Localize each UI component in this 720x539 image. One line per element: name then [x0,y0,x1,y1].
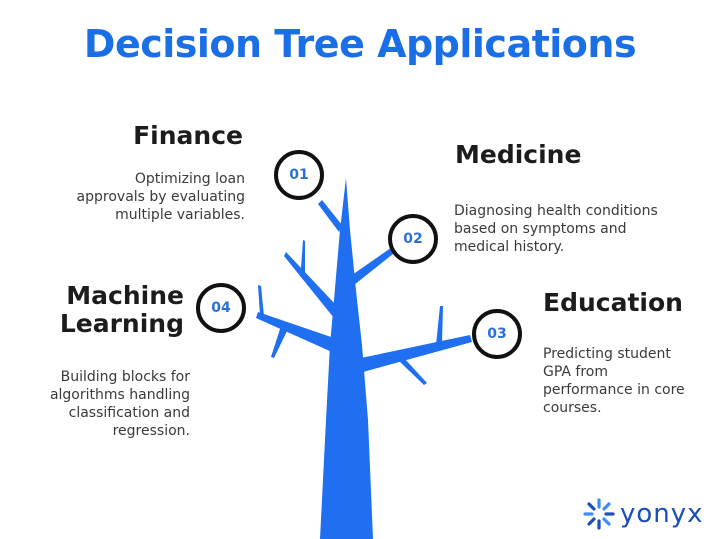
desc-line: Predicting student [543,346,671,362]
machine-learning-description: Building blocks for algorithms handling … [20,368,190,440]
step-circle-04: 04 [196,283,246,333]
step-number: 04 [211,300,231,316]
finance-description: Optimizing loan approvals by evaluating … [60,170,245,224]
medicine-description: Diagnosing health conditions based on sy… [454,202,694,256]
desc-line: Diagnosing health conditions [454,203,658,219]
step-circle-01: 01 [274,150,324,200]
tree-shape [256,178,472,539]
logo-text: yonyx [620,499,704,529]
desc-line: regression. [112,423,190,439]
heading-line: Learning [59,309,184,338]
finance-heading: Finance [133,121,243,150]
starburst-icon [583,498,615,530]
step-circle-02: 02 [388,214,438,264]
desc-line: courses. [543,400,602,416]
step-number: 03 [487,326,507,342]
desc-line: Building blocks for [60,369,190,385]
desc-line: approvals by evaluating [76,189,245,205]
yonyx-logo: yonyx [582,497,704,531]
education-heading: Education [543,288,683,317]
desc-line: Optimizing loan [134,171,245,187]
desc-line: multiple variables. [115,207,245,223]
step-circle-03: 03 [472,309,522,359]
medicine-heading: Medicine [455,140,582,169]
desc-line: algorithms handling [49,387,190,403]
desc-line: classification and [68,405,190,421]
education-description: Predicting student GPA from performance … [543,345,718,417]
machine-learning-heading: Machine Learning [40,282,184,338]
step-number: 01 [289,167,309,183]
desc-line: performance in core [543,382,685,398]
heading-line: Machine [66,281,184,310]
desc-line: medical history. [454,239,565,255]
desc-line: GPA from [543,364,609,380]
desc-line: based on symptoms and [454,221,627,237]
page-title: Decision Tree Applications [83,22,637,66]
step-number: 02 [403,231,423,247]
